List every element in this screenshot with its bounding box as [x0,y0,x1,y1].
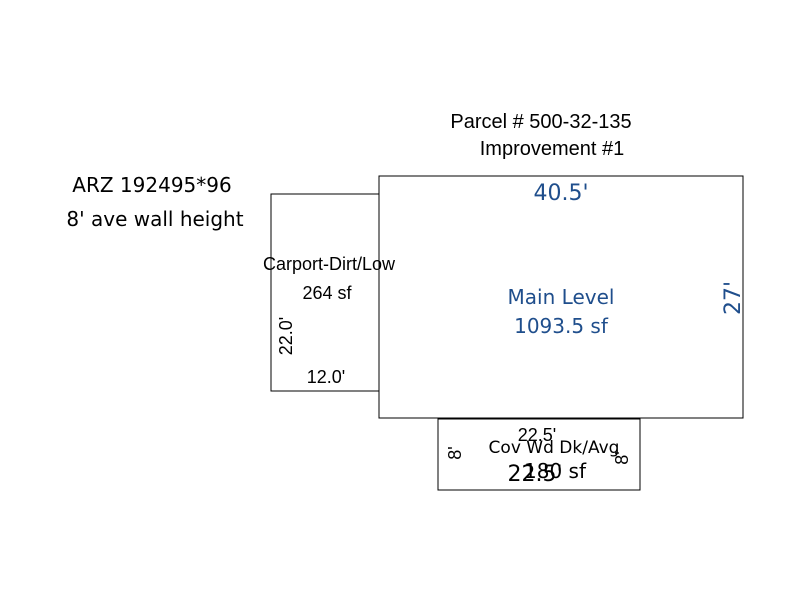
main-level-outline [378,175,744,419]
main-level-label: Main Level [508,285,615,309]
carport-label: Carport-Dirt/Low [263,254,396,274]
main-level-top-dimension: 40.5' [533,181,588,206]
main-level-area: 1093.5 sf [514,314,609,338]
deck-right-dimension: 8' [612,451,632,464]
deck-left-dimension: 8' [445,446,465,459]
wall-height-note: 8' ave wall height [66,207,243,231]
improvement-label: Improvement #1 [480,138,625,160]
carport-area: 264 sf [302,283,352,303]
deck-bottom-dimension: 22.5' [507,462,562,487]
deck-outline [437,418,641,491]
carport-bottom-dimension: 12.0' [307,367,345,387]
carport-left-dimension: 22.0' [276,317,296,355]
parcel-number: Parcel # 500-32-135 [450,111,631,133]
deck-top-dimension: 22.5' [518,425,556,445]
main-level-right-dimension: 27' [721,281,746,315]
arz-note: ARZ 192495*96 [72,173,231,197]
deck-label: Cov Wd Dk/Avg [489,438,620,458]
deck-area: 180 sf [524,459,587,483]
